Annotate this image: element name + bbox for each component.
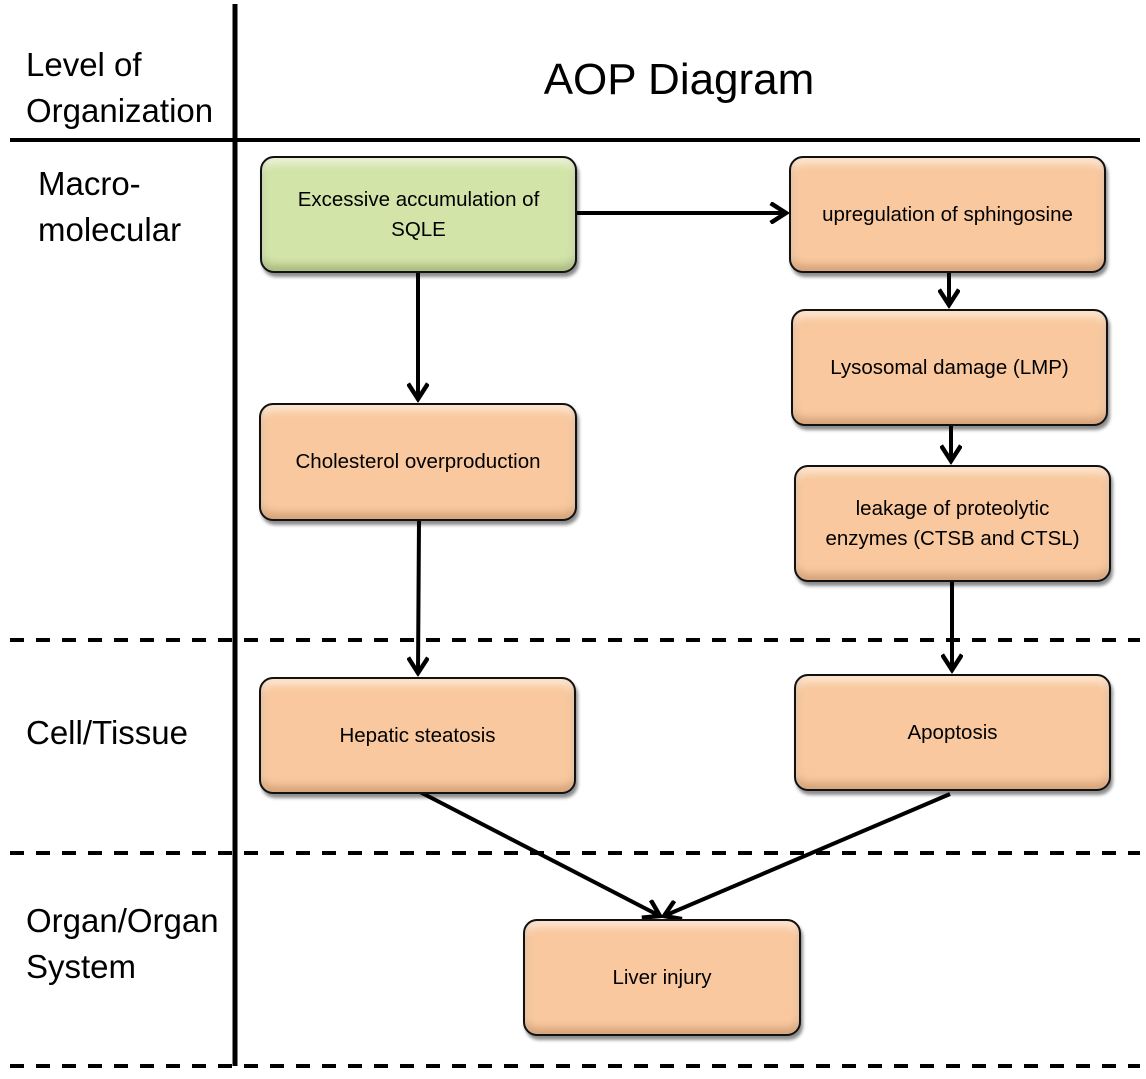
node-sqle-accumulation: Excessive accumulation of SQLE xyxy=(260,156,577,273)
node-liver-injury: Liver injury xyxy=(523,919,801,1036)
level-of-organization-header: Level of Organization xyxy=(26,46,214,129)
level-label-macromolecular: Macro- molecular xyxy=(38,165,182,248)
level-label-cell-tissue: Cell/Tissue xyxy=(26,714,188,751)
node-apoptosis: Apoptosis xyxy=(794,674,1111,791)
edge-cholesterol-to-steatosis xyxy=(418,520,419,673)
node-cholesterol-overproduction: Cholesterol overproduction xyxy=(259,403,577,521)
node-sphingosine-upregulation: upregulation of sphingosine xyxy=(789,156,1106,273)
node-proteolytic-enzyme-leakage: leakage of proteolytic enzymes (CTSB and… xyxy=(794,465,1111,582)
level-label-organ-system: Organ/Organ System xyxy=(26,902,219,985)
node-lysosomal-damage: Lysosomal damage (LMP) xyxy=(791,309,1108,426)
edge-apoptosis-to-liver xyxy=(664,792,951,916)
edge-steatosis-to-liver xyxy=(419,790,660,916)
node-hepatic-steatosis: Hepatic steatosis xyxy=(259,677,576,794)
diagram-title: AOP Diagram xyxy=(543,55,815,104)
